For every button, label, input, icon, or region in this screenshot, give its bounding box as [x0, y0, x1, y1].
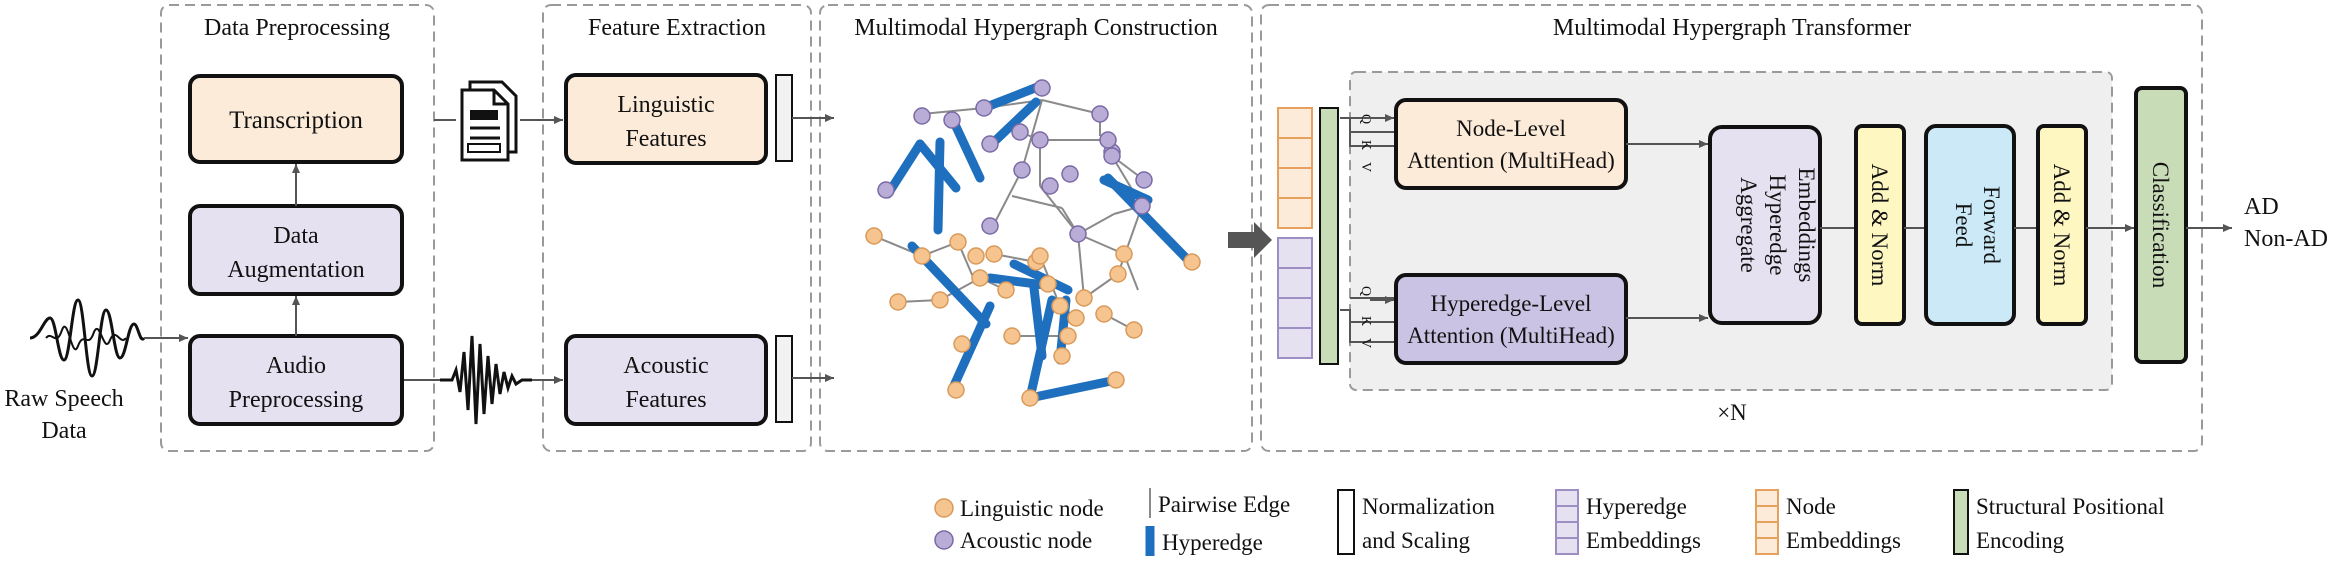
hyperedge-embeddings-stack [1277, 237, 1313, 359]
legend-normalization-swatch [1337, 489, 1355, 555]
legend-spe-label-1: Structural Positional [1976, 494, 2164, 519]
node-attention-label-1: Node-Level [1456, 116, 1566, 141]
raw-speech-waveform-icon-2 [45, 325, 127, 351]
node-attention-label-2: Attention (MultiHead) [1407, 148, 1615, 173]
legend-node-embeddings-label-2: Embeddings [1786, 528, 1901, 553]
output-non-ad: Non-AD [2244, 226, 2328, 252]
raw-speech-label-1: Raw Speech [4, 386, 123, 412]
section-title-hypergraph: Multimodal Hypergraph Construction [854, 15, 1218, 41]
raw-speech-label-2: Data [41, 418, 87, 444]
linguistic-features-label-1: Linguistic [617, 92, 714, 118]
qkv-bottom-q: Q [1358, 286, 1373, 296]
legend-acoustic-node-label: Acoustic node [960, 528, 1092, 553]
transcription-label: Transcription [229, 107, 363, 134]
legend-hyperedge-embeddings-swatch [1555, 489, 1579, 555]
qkv-top-v: V [1358, 162, 1373, 172]
node-embeddings-stack [1277, 107, 1313, 229]
legend-linguistic-node-swatch [934, 498, 954, 518]
audio-waveform-icon [440, 335, 532, 425]
transcription-box [188, 74, 404, 164]
aggregate-hyperedge-embeddings-box [1708, 125, 1822, 325]
acoustic-nodes [877, 79, 1153, 243]
qkv-top-k: K [1358, 140, 1373, 150]
hypergraph [865, 79, 1201, 407]
add-norm-2-label: Add & Norm [2049, 164, 2074, 287]
hypergraph-frame [819, 4, 1253, 452]
legend-node-embeddings-swatch [1755, 489, 1779, 555]
acoustic-features-label-1: Acoustic [623, 353, 708, 379]
acoustic-features-label-2: Features [625, 387, 706, 413]
feature-extraction-frame [542, 4, 812, 452]
data-augmentation-label-1: Data [273, 223, 319, 249]
output-ad: AD [2244, 194, 2279, 220]
hyperedge-attention-label-1: Hyperedge-Level [1431, 291, 1592, 316]
raw-speech-waveform-icon [29, 298, 146, 378]
document-icon [460, 80, 518, 162]
node-level-attention-box [1394, 98, 1628, 190]
acoustic-norm-bar [775, 335, 793, 423]
add-norm-2-box [2036, 124, 2088, 326]
legend-node-embeddings-label-1: Node [1786, 494, 1836, 519]
structural-positional-encoding-bar [1319, 107, 1339, 365]
legend-normalization-label-1: Normalization [1362, 494, 1495, 519]
preprocessing-frame [160, 4, 435, 452]
legend-hyperedge-label: Hyperedge [1162, 530, 1263, 555]
section-title-transformer: Multimodal Hypergraph Transformer [1553, 15, 1911, 41]
section-title-feature-extraction: Feature Extraction [588, 15, 766, 41]
section-title-preprocessing: Data Preprocessing [204, 15, 390, 41]
repeat-n-label: ×N [1717, 400, 1747, 425]
acoustic-features-box [564, 334, 768, 426]
qkv-bottom-v: V [1358, 338, 1373, 348]
audio-preprocessing-label-1: Audio [266, 353, 326, 379]
hyperedge-level-attention-box [1394, 273, 1628, 365]
classification-box [2134, 86, 2188, 364]
linguistic-nodes [865, 227, 1201, 407]
legend-hyperedge-embeddings-label-1: Hyperedge [1586, 494, 1687, 519]
qkv-bottom-k: K [1358, 316, 1373, 326]
feed-forward-label-1: Feed [1951, 203, 1976, 248]
legend: Linguistic node Acoustic node Pairwise E… [934, 488, 2164, 556]
legend-spe-swatch [1953, 489, 1969, 555]
legend-hyperedge-embeddings-label-2: Embeddings [1586, 528, 1701, 553]
linguistic-norm-bar [775, 74, 793, 162]
feed-forward-label-2: Forward [1979, 186, 2004, 264]
legend-linguistic-node-label: Linguistic node [960, 496, 1104, 521]
linguistic-features-box [564, 73, 768, 165]
add-norm-1-box [1854, 124, 1906, 326]
classification-label: Classification [2148, 162, 2173, 289]
legend-pairwise-edge-label: Pairwise Edge [1158, 492, 1290, 517]
graph-to-transformer-arrow [1228, 222, 1272, 258]
feed-forward-box [1924, 124, 2016, 326]
legend-acoustic-node-swatch [934, 530, 954, 550]
hyperedge-attention-label-2: Attention (MultiHead) [1407, 323, 1615, 348]
aggregate-label-1: Aggregate [1736, 177, 1761, 273]
audio-preprocessing-label-2: Preprocessing [229, 387, 364, 413]
aggregate-label-2: Hyperedge [1765, 175, 1790, 276]
data-augmentation-label-2: Augmentation [227, 257, 364, 283]
add-norm-1-label: Add & Norm [1867, 164, 1892, 287]
legend-spe-label-2: Encoding [1976, 528, 2065, 553]
qkv-top-q: Q [1358, 114, 1373, 124]
aggregate-label-3: Embeddings [1794, 168, 1819, 283]
legend-normalization-label-2: and Scaling [1362, 528, 1470, 553]
linguistic-features-label-2: Features [625, 126, 706, 152]
